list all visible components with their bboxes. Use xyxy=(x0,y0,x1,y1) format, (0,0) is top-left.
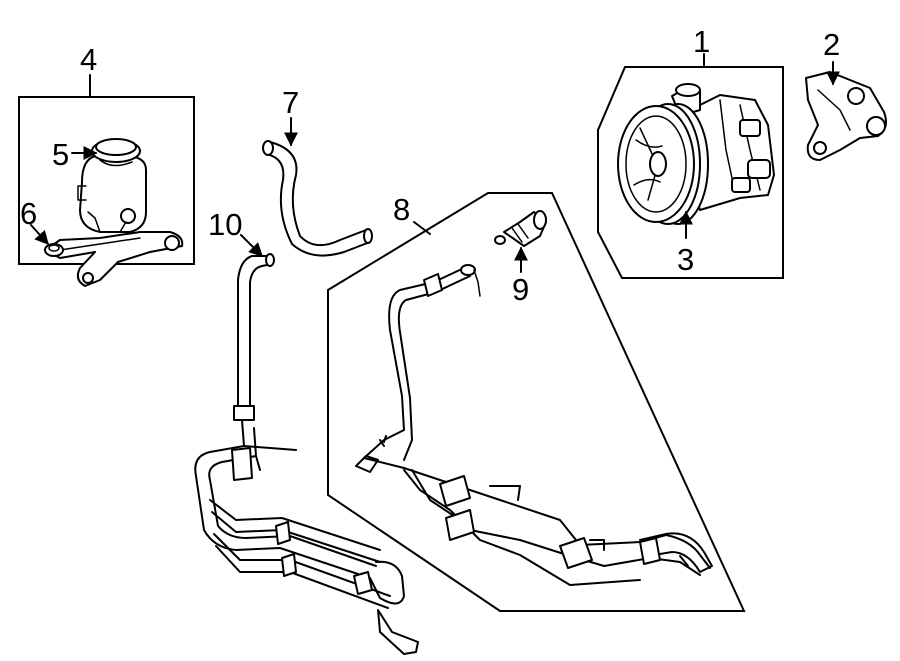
leader-line-8 xyxy=(413,221,431,235)
pump-pulley xyxy=(617,103,709,225)
reservoir-group xyxy=(18,74,195,287)
return-hose xyxy=(262,117,373,257)
callout-4: 4 xyxy=(80,42,97,77)
pump-mounting-bracket xyxy=(805,61,887,161)
callout-6: 6 xyxy=(20,196,37,231)
reservoir-tank xyxy=(77,138,147,233)
pump-group xyxy=(597,53,784,279)
pressure-fitting xyxy=(494,210,547,247)
callout-8: 8 xyxy=(393,192,410,227)
pressure-line-group-frame xyxy=(327,192,746,612)
callout-3: 3 xyxy=(677,242,694,277)
callout-7: 7 xyxy=(282,85,299,120)
bracket-bolt xyxy=(44,243,64,257)
callout-2: 2 xyxy=(823,27,840,62)
leader-arrow-10 xyxy=(240,234,263,257)
cooler-hose-assembly xyxy=(194,234,419,655)
reservoir-bracket xyxy=(44,211,184,287)
pressure-hose xyxy=(355,264,713,586)
leader-arrow-6 xyxy=(30,224,49,246)
callout-5: 5 xyxy=(52,137,69,172)
callout-1: 1 xyxy=(693,24,710,59)
callout-10: 10 xyxy=(208,207,242,242)
callout-labels: 1 2 3 4 5 6 7 8 9 10 xyxy=(20,24,840,307)
callout-9: 9 xyxy=(512,272,529,307)
pressure-line-group xyxy=(327,192,746,612)
